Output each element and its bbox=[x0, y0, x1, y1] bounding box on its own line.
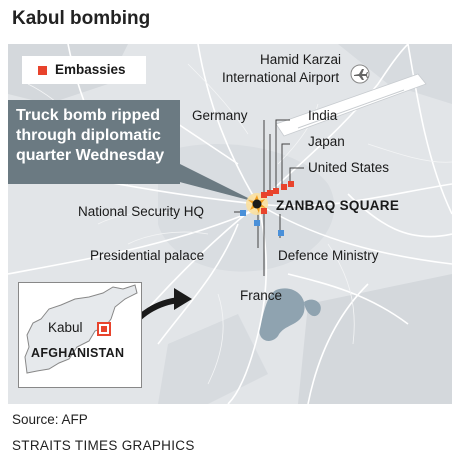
embassy-us bbox=[281, 184, 287, 190]
legend-label: Embassies bbox=[55, 62, 126, 77]
label-germany: Germany bbox=[192, 108, 248, 123]
embassy-france bbox=[261, 208, 267, 214]
callout-text: Truck bomb ripped through diplomatic qua… bbox=[16, 107, 165, 164]
embassy-japan bbox=[273, 188, 279, 194]
inset-city-label: Kabul bbox=[48, 320, 83, 335]
kabul-marker-center bbox=[101, 326, 107, 332]
airport-runway bbox=[275, 73, 427, 137]
label-presidential-palace: Presidential palace bbox=[90, 248, 205, 263]
arrow-head bbox=[174, 288, 192, 310]
callout-pointer bbox=[172, 160, 256, 202]
credit-line: STRAITS TIMES GRAPHICS bbox=[12, 438, 195, 453]
embassy-markers bbox=[261, 181, 294, 214]
label-defence-ministry: Defence Ministry bbox=[278, 248, 379, 263]
terrain-patch bbox=[338, 44, 452, 104]
embassy-india bbox=[267, 190, 273, 196]
terrain-patch bbox=[158, 314, 268, 404]
embassy-us-2 bbox=[288, 181, 294, 187]
label-united-states: United States bbox=[308, 160, 390, 175]
lake bbox=[259, 288, 305, 341]
terrain-patch bbox=[298, 274, 452, 404]
government-markers bbox=[240, 210, 284, 236]
legend: Embassies bbox=[22, 56, 146, 84]
label-france: France bbox=[240, 288, 283, 303]
legend-swatch bbox=[38, 66, 47, 75]
label-national-security-hq: National Security HQ bbox=[78, 204, 205, 219]
label-airport-line1: Hamid Karzai bbox=[260, 52, 342, 67]
map-title: Kabul bombing bbox=[12, 8, 151, 29]
airport-icon bbox=[350, 64, 370, 84]
label-airport-line2: International Airport bbox=[222, 70, 340, 85]
lake bbox=[304, 299, 321, 317]
marker-nsa bbox=[240, 210, 246, 216]
marker-defence bbox=[278, 230, 284, 236]
inset-country-label: AFGHANISTAN bbox=[31, 346, 125, 360]
afghanistan-outline bbox=[24, 284, 138, 374]
label-india: India bbox=[308, 108, 338, 123]
marker-palace bbox=[254, 220, 260, 226]
kabul-map: Embassies Truck bomb ripped through dipl… bbox=[8, 44, 452, 404]
inset-map bbox=[18, 282, 142, 388]
inset-canvas bbox=[24, 284, 138, 374]
label-japan: Japan bbox=[308, 134, 345, 149]
label-zanbaq-square: ZANBAQ SQUARE bbox=[276, 198, 400, 213]
embassy-germany bbox=[261, 192, 267, 198]
source-note: Source: AFP bbox=[12, 412, 88, 427]
callout-box: Truck bomb ripped through diplomatic qua… bbox=[8, 100, 180, 184]
